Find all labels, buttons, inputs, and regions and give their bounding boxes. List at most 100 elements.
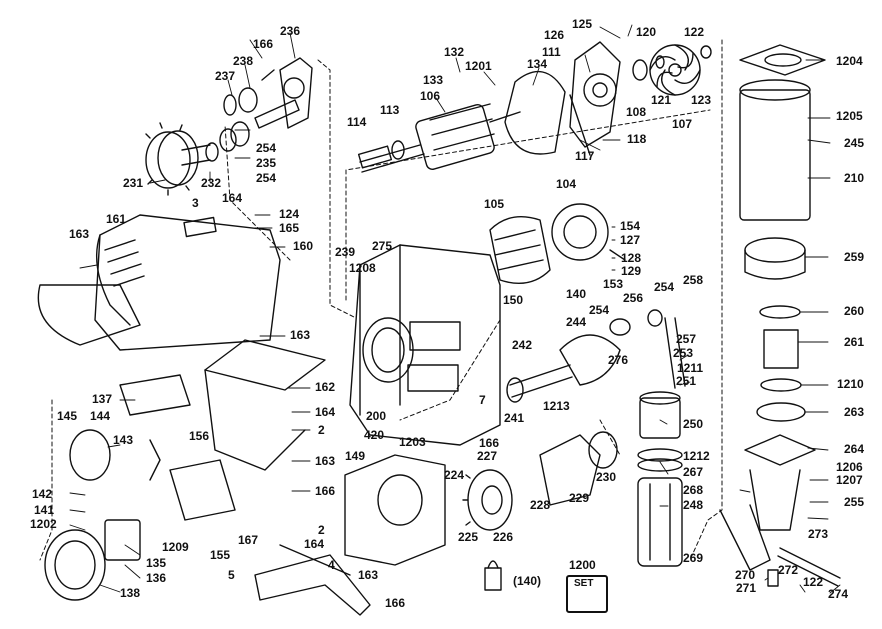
part-label: 254 bbox=[256, 141, 277, 155]
part-label: 3 bbox=[192, 196, 199, 210]
tools-and-brushes bbox=[254, 544, 502, 616]
column-assembly-210 bbox=[719, 44, 841, 587]
part-label: 164 bbox=[304, 537, 325, 551]
part-label: 5 bbox=[228, 568, 235, 582]
rear-handle-162 bbox=[44, 339, 326, 601]
part-label: 104 bbox=[556, 177, 577, 191]
part-label: 126 bbox=[544, 28, 565, 42]
part-label: 155 bbox=[210, 548, 231, 562]
part-label: 153 bbox=[603, 277, 624, 291]
part-label: 166 bbox=[479, 436, 500, 450]
part-label: 106 bbox=[420, 89, 441, 103]
part-label: 271 bbox=[736, 581, 757, 595]
part-label: 124 bbox=[279, 207, 300, 221]
part-label: 113 bbox=[380, 103, 400, 117]
assembly-guide-lines bbox=[39, 39, 723, 561]
part-label: 200 bbox=[366, 409, 387, 423]
part-label: 144 bbox=[90, 409, 111, 423]
part-label: 7 bbox=[479, 393, 486, 407]
part-label: 251 bbox=[676, 374, 697, 388]
part-label: 166 bbox=[253, 37, 274, 51]
part-label: 1209 bbox=[162, 540, 189, 554]
part-label: 2 bbox=[318, 523, 325, 537]
part-label: 268 bbox=[683, 483, 704, 497]
part-label: 145 bbox=[57, 409, 78, 423]
leader-lines bbox=[69, 24, 841, 594]
part-label: 156 bbox=[189, 429, 210, 443]
part-label: 161 bbox=[106, 212, 127, 226]
part-label: 164 bbox=[222, 191, 243, 205]
part-label: 258 bbox=[683, 273, 704, 287]
part-label: 129 bbox=[621, 264, 642, 278]
crank-assembly-244 bbox=[506, 309, 686, 403]
set-kit-box: SET bbox=[566, 575, 608, 613]
part-label: 239 bbox=[335, 245, 356, 259]
part-label: 275 bbox=[372, 239, 393, 253]
part-label: 132 bbox=[444, 45, 465, 59]
part-label: 163 bbox=[315, 454, 336, 468]
part-label: 135 bbox=[146, 556, 167, 570]
part-label: 225 bbox=[458, 530, 479, 544]
part-label: 1203 bbox=[399, 435, 426, 449]
part-label: 274 bbox=[828, 587, 849, 601]
part-label: 238 bbox=[233, 54, 254, 68]
part-label: 107 bbox=[672, 117, 693, 131]
part-label: 1211 bbox=[677, 361, 704, 375]
part-label: 273 bbox=[808, 527, 829, 541]
part-label: 122 bbox=[803, 575, 824, 589]
armature-106 bbox=[357, 103, 521, 173]
part-label: 250 bbox=[683, 417, 704, 431]
part-label: 164 bbox=[315, 405, 336, 419]
part-label: 253 bbox=[673, 346, 694, 360]
part-label: 149 bbox=[345, 449, 366, 463]
part-label: 227 bbox=[477, 449, 498, 463]
field-assembly-104 bbox=[489, 203, 626, 284]
part-label: 242 bbox=[512, 338, 533, 352]
set-kit-label: SET bbox=[574, 578, 594, 589]
part-label: 141 bbox=[34, 503, 55, 517]
part-label: 143 bbox=[113, 433, 134, 447]
part-label: 2 bbox=[318, 423, 325, 437]
part-label: 236 bbox=[280, 24, 301, 38]
part-label: 255 bbox=[844, 495, 865, 509]
part-label: 1201 bbox=[465, 59, 492, 73]
part-label: 1212 bbox=[683, 449, 710, 463]
part-label: 257 bbox=[676, 332, 697, 346]
part-label: 228 bbox=[530, 498, 551, 512]
part-label: 120 bbox=[636, 25, 657, 39]
part-label: 121 bbox=[651, 93, 672, 107]
part-label: 108 bbox=[626, 105, 647, 119]
part-label: 1207 bbox=[836, 473, 863, 487]
part-label: 241 bbox=[504, 411, 525, 425]
part-label: 1208 bbox=[349, 261, 376, 275]
part-label: 134 bbox=[527, 57, 548, 71]
part-label: 269 bbox=[683, 551, 704, 565]
part-label: 138 bbox=[120, 586, 141, 600]
part-label: 142 bbox=[32, 487, 53, 501]
part-label: 1213 bbox=[543, 399, 570, 413]
gear-case-1203 bbox=[344, 431, 618, 566]
part-label: 137 bbox=[92, 392, 113, 406]
part-label: 261 bbox=[844, 335, 865, 349]
part-label: 420 bbox=[364, 428, 385, 442]
part-label: 237 bbox=[215, 69, 236, 83]
piston-250 bbox=[637, 391, 683, 567]
part-label: 226 bbox=[493, 530, 514, 544]
part-label: 163 bbox=[290, 328, 311, 342]
cooling-fan-107 bbox=[632, 44, 712, 96]
part-label: 122 bbox=[684, 25, 705, 39]
part-label: 254 bbox=[256, 171, 277, 185]
part-label: 127 bbox=[620, 233, 641, 247]
part-label: 244 bbox=[566, 315, 587, 329]
part-label: 167 bbox=[238, 533, 259, 547]
part-label: 136 bbox=[146, 571, 167, 585]
gear-housing-160 bbox=[37, 214, 281, 351]
part-label: 1204 bbox=[836, 54, 863, 68]
part-label: 248 bbox=[683, 498, 704, 512]
bearing-housing-111 bbox=[504, 41, 621, 156]
spindle-assembly-236 bbox=[223, 57, 313, 129]
part-label: 125 bbox=[572, 17, 593, 31]
part-label: 256 bbox=[623, 291, 644, 305]
